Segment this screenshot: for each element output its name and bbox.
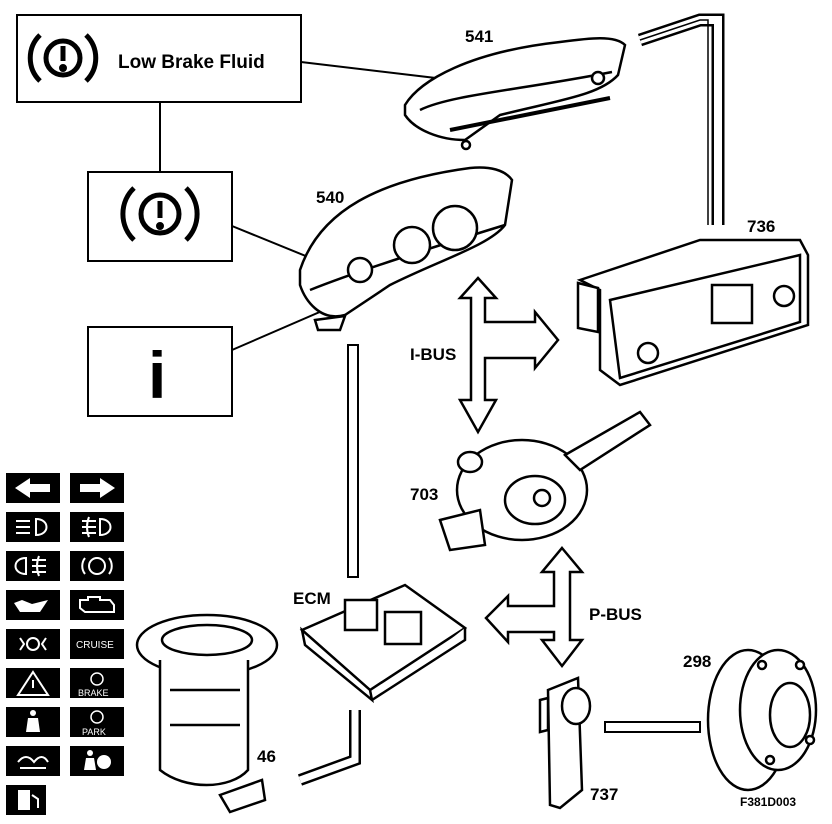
- component-ecm: [299, 583, 468, 704]
- ibus-arrows: [457, 276, 560, 435]
- component-540-label: 540: [316, 188, 344, 207]
- component-736-label: 736: [747, 217, 775, 236]
- cable-540-ecm: [347, 344, 359, 578]
- component-298-label: 298: [683, 652, 711, 671]
- fuel-icon: [18, 790, 39, 810]
- turn-right-arrow-icon: [80, 478, 115, 498]
- brake-warning-icon: [27, 33, 99, 83]
- ecm-label: ECM: [293, 589, 331, 608]
- brake-warning-icon-large: [120, 186, 200, 242]
- pbus-label: P-BUS: [589, 605, 642, 624]
- rear-fog-icon: [14, 555, 46, 577]
- side-lights-icon: [19, 637, 47, 651]
- oil-can-icon: [14, 600, 48, 612]
- low-brake-fluid-label: Low Brake Fluid: [118, 52, 265, 73]
- abs-icon: [81, 557, 113, 575]
- component-541-label: 541: [465, 27, 493, 46]
- component-540-instrument-cluster: [298, 166, 514, 332]
- component-737-sensor: [538, 676, 592, 810]
- cable-541-736: [637, 13, 725, 225]
- component-46-fuel-pump: [135, 613, 279, 814]
- component-703-label: 703: [410, 485, 438, 504]
- park-brake-icon: PARK: [82, 710, 106, 737]
- ibus-label: I-BUS: [410, 345, 456, 364]
- brake-icon-callout: [87, 171, 233, 262]
- component-703-switch-unit: [438, 410, 652, 552]
- cable-ecm-46: [297, 710, 361, 786]
- seatbelt-icon: [26, 710, 40, 732]
- brake-icon: BRAKE: [78, 672, 109, 698]
- fog-lamp-icon: [82, 516, 112, 538]
- component-736-control-unit: [576, 238, 810, 387]
- info-callout: i: [87, 326, 233, 417]
- hazard-triangle-icon: [16, 670, 50, 696]
- cable-737-298: [604, 721, 701, 733]
- pbus-arrows: [484, 546, 585, 669]
- airbag-icon: [84, 750, 111, 770]
- component-46-label: 46: [257, 747, 276, 766]
- component-737-label: 737: [590, 785, 618, 804]
- svg-text:PARK: PARK: [82, 727, 106, 737]
- figure-code: F381D003: [740, 795, 796, 809]
- cruise-icon: CRUISE: [76, 640, 114, 651]
- turn-left-arrow-icon: [15, 478, 50, 498]
- headlamp-icon: [16, 517, 48, 537]
- svg-text:BRAKE: BRAKE: [78, 688, 109, 698]
- low-brake-fluid-callout: Low Brake Fluid: [16, 14, 302, 103]
- check-engine-icon: [79, 596, 115, 613]
- warning-icon-grid: CRUISE BRAKE PARK: [6, 473, 124, 815]
- component-298-wheel-hub: [706, 648, 818, 792]
- component-541-display: [403, 37, 627, 151]
- info-icon: i: [148, 338, 166, 412]
- glow-plug-icon: [17, 756, 49, 769]
